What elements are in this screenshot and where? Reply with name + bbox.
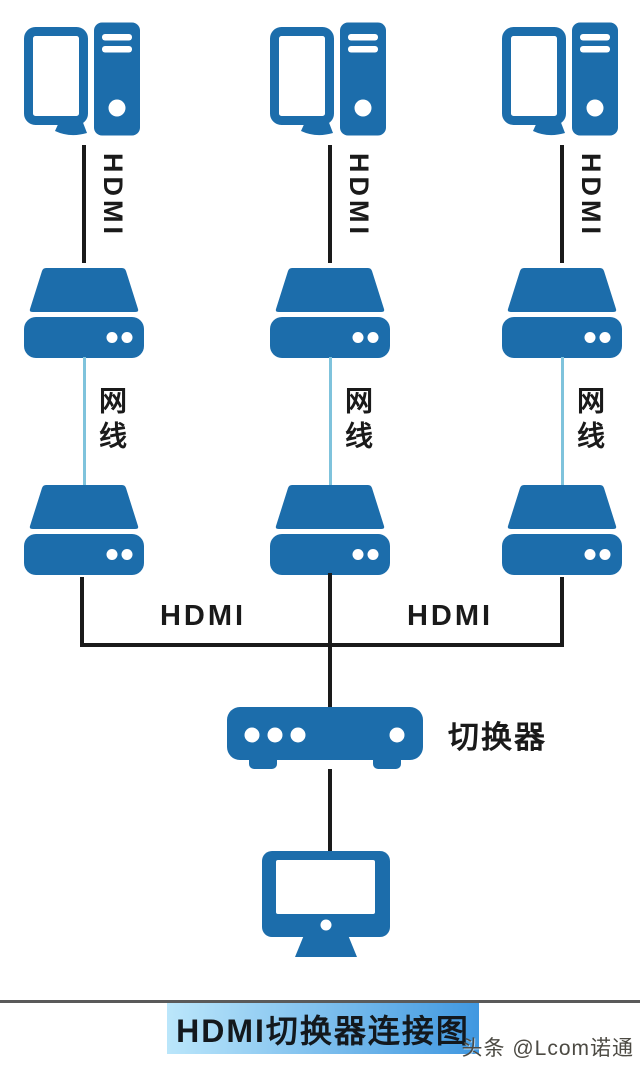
hdmi-switcher-icon [227, 707, 423, 769]
source-column-1: HDMI 网线 [4, 20, 164, 580]
hdmi-bus-line-horizontal [80, 643, 564, 647]
hdmi-bus-label-right: HDMI [406, 600, 494, 632]
monitor-icon [262, 851, 390, 957]
network-cable-line [561, 357, 564, 485]
extender-receiver-icon [270, 485, 390, 575]
hdmi-bus-line-left-vertical [80, 577, 84, 645]
hdmi-bus-line-center-vertical [328, 573, 332, 710]
hdmi-cable-line [560, 145, 564, 263]
network-cable-label: 网线 [96, 386, 127, 456]
diagram-title: HDMI切换器连接图 [176, 1012, 470, 1049]
switcher-to-display-line [328, 769, 332, 852]
footer-divider-line [0, 1000, 640, 1003]
extender-transmitter-icon [270, 268, 390, 358]
extender-receiver-icon [24, 485, 144, 575]
watermark-text: 头条 @Lcom诺通 [461, 1037, 634, 1060]
network-cable-line [83, 357, 86, 485]
source-column-2: HDMI 网线 [250, 20, 410, 580]
extender-transmitter-icon [502, 268, 622, 358]
extender-transmitter-icon [24, 268, 144, 358]
hdmi-cable-label: HDMI [98, 153, 128, 238]
source-column-3: HDMI 网线 [482, 20, 640, 580]
hdmi-cable-label: HDMI [344, 153, 374, 238]
desktop-computer-icon [502, 22, 618, 136]
hdmi-bus-label-left: HDMI [159, 600, 247, 632]
desktop-computer-icon [24, 22, 140, 136]
desktop-computer-icon [270, 22, 386, 136]
hdmi-cable-label: HDMI [576, 153, 606, 238]
network-cable-line [329, 357, 332, 485]
hdmi-cable-line [328, 145, 332, 263]
hdmi-cable-line [82, 145, 86, 263]
extender-receiver-icon [502, 485, 622, 575]
switcher-label: 切换器 [448, 720, 547, 755]
title-banner: HDMI切换器连接图 [167, 1003, 479, 1054]
network-cable-label: 网线 [342, 386, 373, 456]
network-cable-label: 网线 [574, 386, 605, 456]
hdmi-bus-line-right-vertical [560, 577, 564, 645]
